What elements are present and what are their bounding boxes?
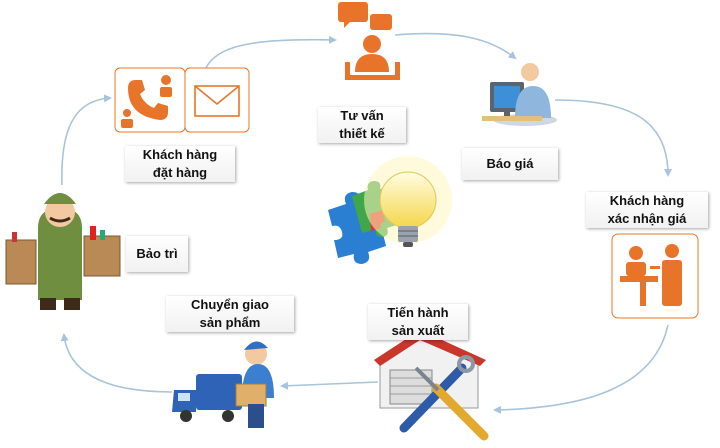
arrow-deliver-to-maintain (60, 333, 173, 393)
arrow-consult-to-quote (394, 32, 517, 60)
step-label-deliver: Chuyển giao sản phẩm (166, 296, 294, 332)
counter-meeting-icon (611, 233, 699, 319)
arrow-produce-to-deliver (280, 381, 379, 390)
step-label-produce: Tiến hành sản xuất (368, 304, 468, 340)
arrow-quote-to-confirm (554, 99, 672, 177)
step-label-confirm: Khách hàng xác nhận giá (586, 192, 708, 228)
order-icons (114, 67, 250, 133)
arrow-order-to-consult (204, 35, 337, 71)
mechanic-icon (5, 193, 121, 310)
arrow-maintain-to-order (61, 94, 112, 186)
light-bulb-icon (364, 156, 452, 247)
factory-tools-icon (374, 330, 489, 441)
arrow-confirm-to-produce (493, 324, 669, 414)
computer-worker-icon (482, 63, 557, 126)
envelope-icon (184, 67, 250, 133)
step-label-maintain: Bảo trì (126, 236, 188, 272)
cycle-arrows (60, 32, 672, 414)
delivery-truck-icon (172, 341, 274, 428)
phone-person-icon (114, 67, 186, 133)
consultant-speech-icon (338, 2, 400, 80)
step-label-quote: Báo giá (462, 148, 558, 180)
step-label-consult: Tư vấn thiết kế (318, 107, 406, 143)
step-label-order: Khách hàng đặt hàng (125, 146, 235, 182)
